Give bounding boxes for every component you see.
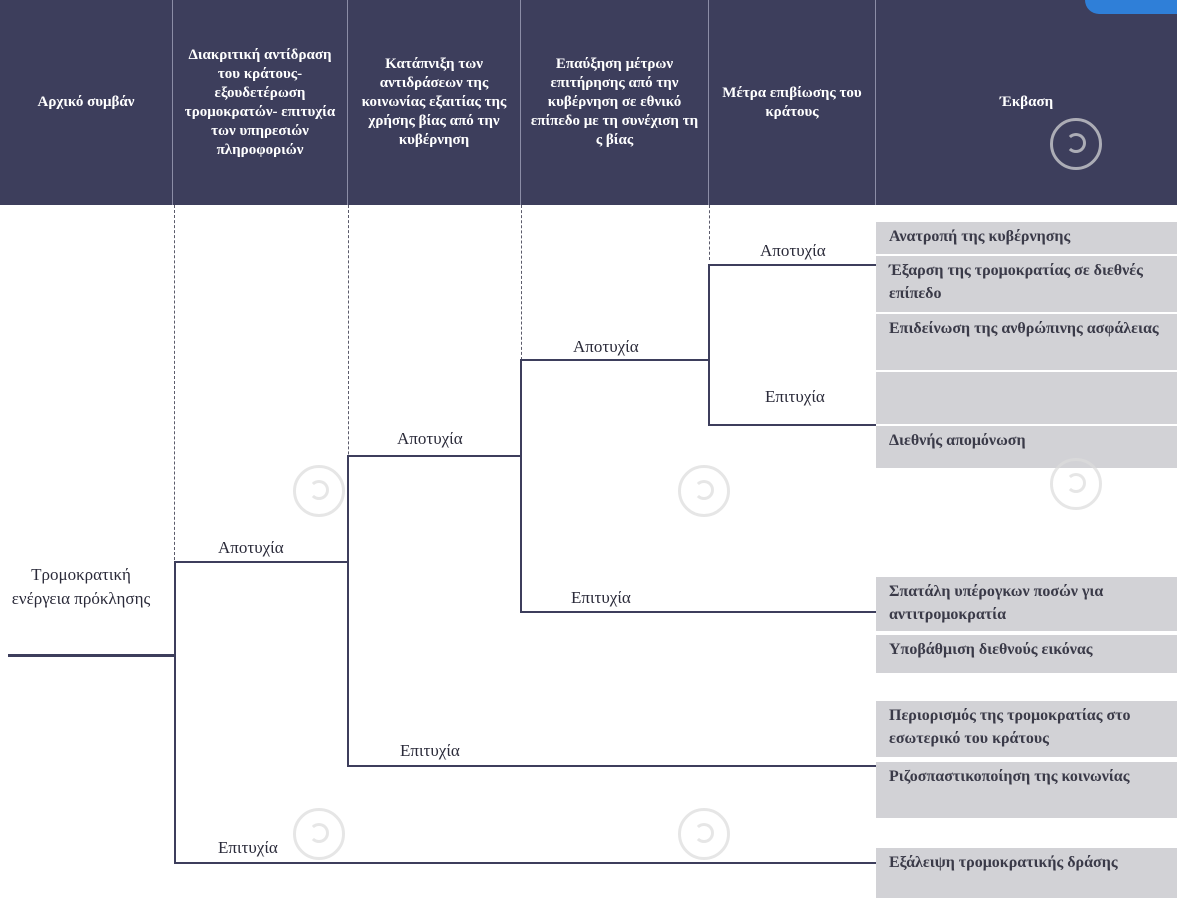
outcome-box-spacer	[876, 372, 1177, 424]
outcome-box: Εξάλειψη τρομοκρατικής δράσης	[876, 848, 1177, 898]
header-survival-measures: Μέτρα επιβίωσης του κράτους	[709, 0, 876, 205]
branch-vertical-1	[174, 561, 176, 864]
watermark-icon	[293, 465, 345, 517]
column-divider	[521, 205, 522, 360]
header-initial-event: Αρχικό συμβάν	[0, 0, 173, 205]
outcome-text: Υποβάθμιση διεθνούς εικόνας	[889, 641, 1093, 658]
watermark-icon	[1050, 118, 1102, 170]
branch-line-fail-1	[174, 561, 348, 563]
outcome-box: Σπατάλη υπέρογκων ποσών για αντιτρομοκρα…	[876, 577, 1177, 631]
outcome-text: Διεθνής απομόνωση	[889, 432, 1026, 449]
column-divider	[174, 205, 175, 560]
outcome-box: Έξαρση της τρομοκρατίας σε διεθνές επίπε…	[876, 256, 1177, 312]
column-divider	[348, 205, 349, 560]
branch-label-fail-4: Αποτυχία	[760, 241, 826, 260]
outcome-box: Ανατροπή της κυβέρνησης	[876, 222, 1177, 254]
header-band: Αρχικό συμβάν Διακριτική αντίδραση του κ…	[0, 0, 1177, 205]
branch-vertical-2	[347, 455, 349, 767]
outcome-text: Εξάλειψη τρομοκρατικής δράσης	[889, 854, 1118, 871]
outcome-box: Διεθνής απομόνωση	[876, 426, 1177, 468]
outcome-text: Σπατάλη υπέρογκων ποσών για αντιτρομοκρα…	[889, 583, 1104, 623]
watermark-icon	[1050, 458, 1102, 510]
branch-label-fail-3: Αποτυχία	[573, 337, 639, 356]
branch-label-success-4: Επιτυχία	[765, 387, 825, 406]
outcome-text: Ανατροπή της κυβέρνησης	[889, 228, 1071, 245]
branch-label-fail-1: Αποτυχία	[218, 538, 284, 557]
outcome-box: Περιορισμός της τρομοκρατίας στο εσωτερι…	[876, 701, 1177, 757]
outcome-text: Ριζοσπαστικοποίηση της κοινωνίας	[889, 768, 1130, 785]
branch-line-success-3	[520, 611, 876, 613]
outcome-text: Έξαρση της τρομοκρατίας σε διεθνές επίπε…	[889, 262, 1143, 302]
header-suppression: Κατάπνιξη των αντιδράσεων της κοινωνίας …	[348, 0, 521, 205]
header-accent	[1085, 0, 1177, 14]
root-event-label: Τρομοκρατική ενέργεια πρόκλησης	[11, 565, 151, 608]
outcome-box: Ριζοσπαστικοποίηση της κοινωνίας	[876, 762, 1177, 818]
branch-vertical-4	[708, 264, 710, 426]
header-outcome: Έκβαση	[999, 94, 1054, 110]
header-surveillance: Επαύξηση μέτρων επιτήρησης από την κυβέρ…	[521, 0, 709, 205]
branch-vertical-3	[520, 359, 522, 613]
branch-label-success-3: Επιτυχία	[571, 588, 631, 607]
branch-label-success-1: Επιτυχία	[218, 838, 278, 857]
branch-line-fail-4	[708, 264, 876, 266]
branch-line-fail-3	[520, 359, 709, 361]
root-line	[8, 654, 174, 657]
branch-label-fail-2: Αποτυχία	[397, 429, 463, 448]
watermark-icon	[678, 465, 730, 517]
outcome-text: Περιορισμός της τρομοκρατίας στο εσωτερι…	[889, 707, 1131, 747]
outcome-text: Επιδείνωση της ανθρώπινης ασφάλειας	[889, 320, 1159, 337]
branch-line-fail-2	[347, 455, 521, 457]
column-divider	[709, 205, 710, 260]
branch-label-success-2: Επιτυχία	[400, 741, 460, 760]
header-discreet-response: Διακριτική αντίδραση του κράτους- εξουδε…	[173, 0, 348, 205]
watermark-icon	[293, 808, 345, 860]
outcome-box: Επιδείνωση της ανθρώπινης ασφάλειας	[876, 314, 1177, 370]
watermark-icon	[678, 808, 730, 860]
branch-line-success-2	[347, 765, 876, 767]
outcome-box: Υποβάθμιση διεθνούς εικόνας	[876, 635, 1177, 673]
branch-line-success-1	[174, 862, 876, 864]
branch-line-success-4	[708, 424, 876, 426]
